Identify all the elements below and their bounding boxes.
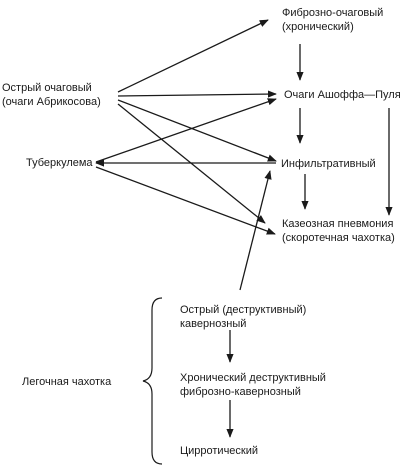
node-assmann-puhl-dash: — [364,89,375,101]
node-chronic-destructive: Хронический деструктивный фиброзно-кавер… [180,372,326,398]
edge-acute-destructive-to-infiltrative [239,170,272,291]
node-assmann-puhl-left: Очаги Ашоффа [284,89,365,101]
node-assmann-puhl: Очаги Ашоффа—Пуля [284,89,401,101]
node-caseous-pneumonia: Казеозная пневмония (скоротечная чахотка… [282,218,395,244]
node-acute-focal: Острый очаговый (очаги Абрикосова) [2,82,101,108]
node-pulmonary-consumption: Легочная чахотка [22,376,112,388]
node-infiltrative: Инфильтративный [281,158,376,170]
edge-acute-focal-to-assmann-puhl [117,90,277,98]
node-acute-destructive-line-2: кавернозный [180,318,246,330]
node-assmann-puhl-text: Очаги Ашоффа—Пуля [284,89,401,101]
pulmonary-consumption-brace [142,297,163,465]
node-acute-destructive: Острый (деструктивный) кавернозный [180,304,306,330]
node-chronic-destructive-line-2: фиброзно-кавернозный [180,386,301,398]
node-fibrous-focal-line-1: Фиброзно-очаговый [282,7,383,19]
node-cirrhotic: Цирротический [180,445,258,457]
node-caseous-pneumonia-line-1: Казеозная пневмония [282,218,393,230]
edge-tuberculoma-to-caseous-pneumonia [95,166,276,235]
node-acute-destructive-line-1: Острый (деструктивный) [180,304,306,316]
edge-acute-focal-to-fibrous-focal [117,19,269,93]
edge-tuberculoma-to-assmann-puhl [95,98,277,163]
node-tuberculoma: Туберкулема [26,157,93,169]
node-assmann-puhl-right: Пуля [375,89,401,101]
edges-layer [95,19,393,438]
node-fibrous-focal: Фиброзно-очаговый (хронический) [282,7,383,33]
node-fibrous-focal-line-2: (хронический) [282,21,354,33]
node-acute-focal-line-2: (очаги Абрикосова) [2,96,101,108]
node-caseous-pneumonia-line-2: (скоротечная чахотка) [282,232,395,244]
node-acute-focal-line-1: Острый очаговый [2,82,92,94]
node-chronic-destructive-line-1: Хронический деструктивный [180,372,326,384]
edge-acute-focal-to-infiltrative [117,99,277,162]
